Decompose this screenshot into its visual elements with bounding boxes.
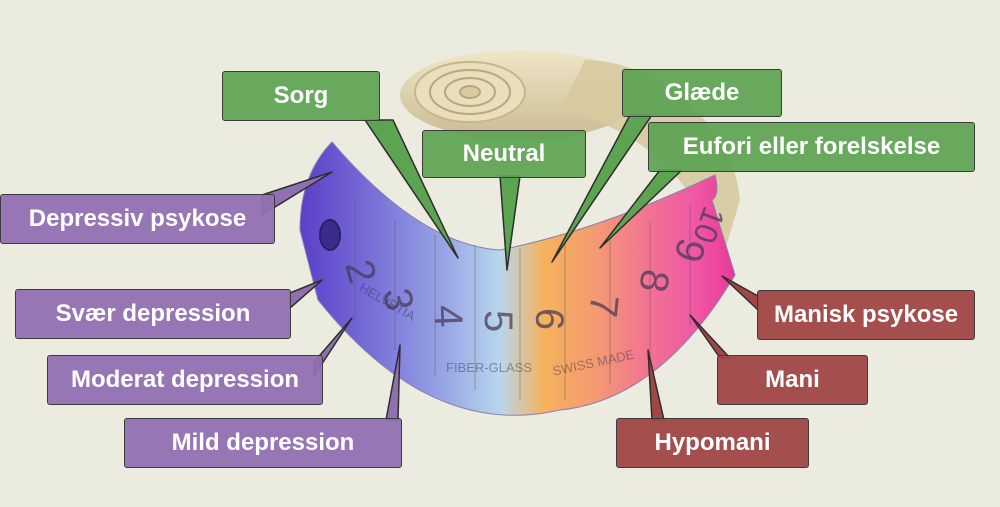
label-mild-depression: Mild depression bbox=[124, 418, 402, 468]
tape-text-fiberglass: FIBER-GLASS bbox=[446, 360, 532, 375]
label-moderat-depression: Moderat depression bbox=[47, 355, 323, 405]
tape-number-4: 4 bbox=[425, 304, 470, 328]
label-hypomani: Hypomani bbox=[616, 418, 809, 468]
label-sorg: Sorg bbox=[222, 71, 380, 121]
label-depressiv-psykose: Depressiv psykose bbox=[0, 194, 275, 244]
label-manisk-psykose: Manisk psykose bbox=[757, 290, 975, 340]
tape-number-6: 6 bbox=[527, 307, 572, 331]
label-glaede: Glæde bbox=[622, 69, 782, 117]
pointer-mani bbox=[689, 314, 731, 359]
label-neutral: Neutral bbox=[422, 130, 586, 178]
label-mani: Mani bbox=[717, 355, 868, 405]
tape-rivet bbox=[319, 219, 341, 251]
tape-number-5: 5 bbox=[476, 310, 520, 332]
tape-number-7: 7 bbox=[580, 293, 626, 320]
pointer-manisk-psykose bbox=[721, 275, 759, 311]
label-svaer-depression: Svær depression bbox=[15, 289, 291, 339]
label-eufori: Eufori eller forelskelse bbox=[648, 122, 975, 172]
measuring-tape bbox=[299, 141, 736, 416]
